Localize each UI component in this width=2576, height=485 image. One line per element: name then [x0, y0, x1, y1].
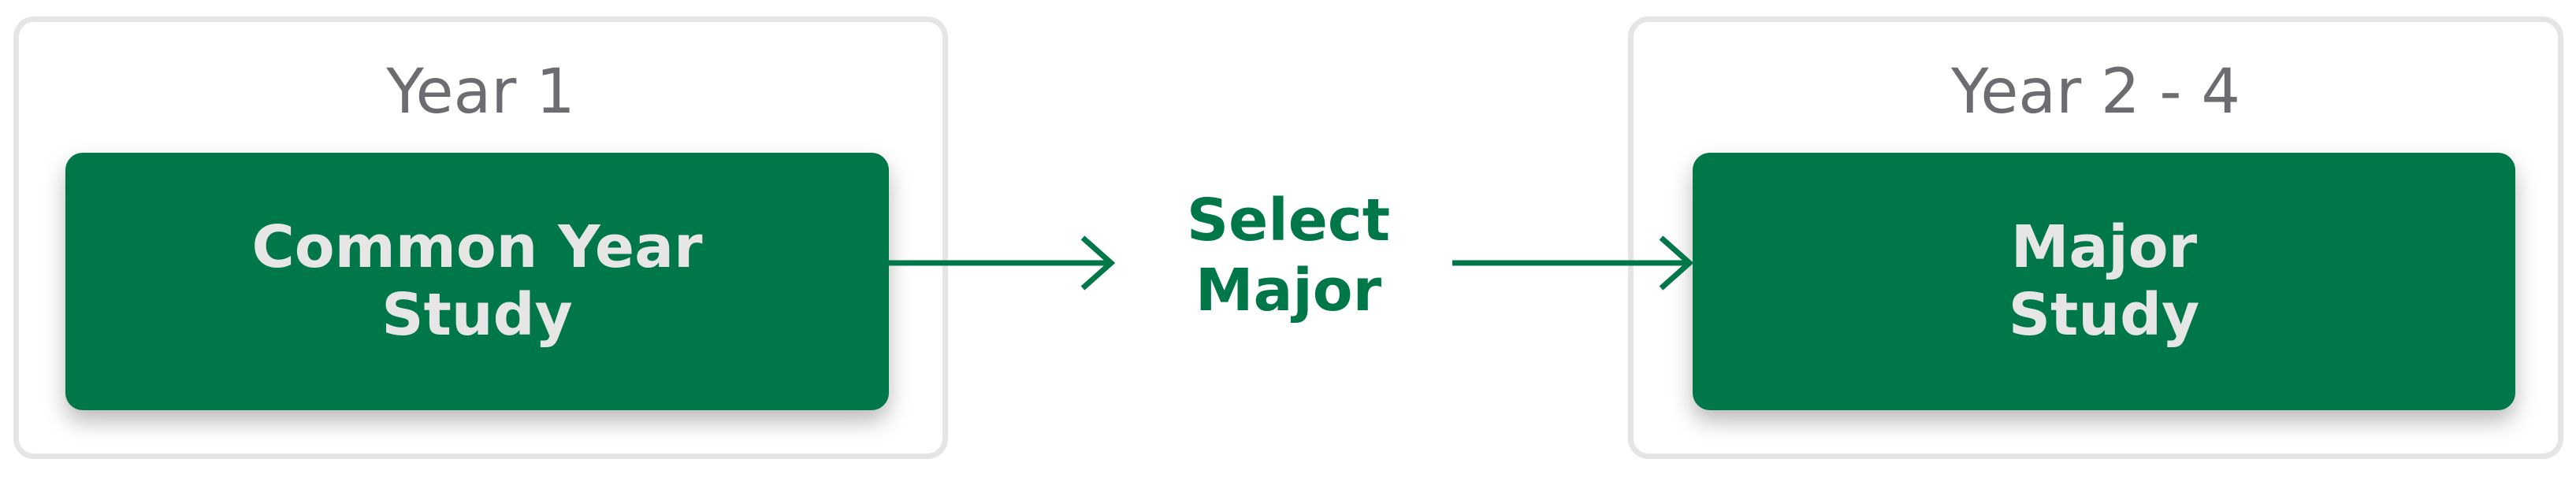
arrow-icon	[1452, 235, 1694, 291]
transition-line: Select	[1186, 187, 1391, 254]
panel-title: Year 1	[386, 57, 575, 128]
major-study-box: Major Study	[1693, 153, 2515, 410]
transition-line: Major	[1195, 256, 1382, 324]
common-year-study-box: Common Year Study	[65, 153, 889, 410]
stage-label-line: Study	[2008, 280, 2200, 349]
arrow-icon	[889, 235, 1116, 291]
stage-label-line: Major	[2010, 213, 2198, 282]
select-major-label: Select Major	[1166, 186, 1411, 326]
panel-title: Year 2 - 4	[1951, 57, 2240, 128]
stage-label-line: Study	[381, 280, 573, 349]
stage-label-line: Common Year	[251, 213, 703, 282]
